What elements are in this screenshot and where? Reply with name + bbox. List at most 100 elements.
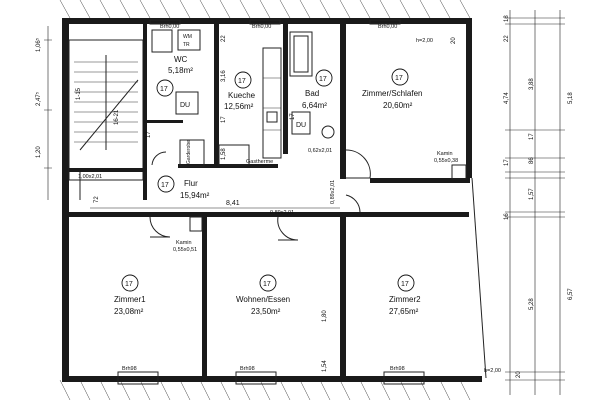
room-kueche-area: 12,56m² (224, 102, 254, 111)
zimmer-154-dim: 1,54 (322, 360, 328, 372)
room-wc-name: WC (174, 55, 188, 64)
du-wc-label: DU (180, 102, 190, 109)
h-bot-label: h=2,00 (484, 368, 501, 374)
right-86-dim: 86 (529, 157, 535, 164)
right-17a-dim: 17 (529, 133, 535, 140)
room-zimmer1-name: Zimmer1 (114, 295, 146, 304)
right-17b-dim: 17 (504, 159, 510, 166)
right-16-dim: 16 (504, 213, 510, 220)
windows-top (149, 19, 401, 25)
door-flur-label: 1,00x2,01 (78, 174, 102, 180)
du-bad-label: DU (296, 122, 306, 129)
stair-core: 1-15 16-21 (68, 39, 144, 181)
room-flur-number: 17 (161, 182, 169, 189)
right-474-dim: 4,74 (504, 92, 510, 104)
right-top-22-dim: 22 (504, 35, 510, 42)
kueche-fixtures: Gastherme (218, 47, 282, 166)
kamin-top-size: 0,55x0,38 (434, 158, 458, 164)
room-bad: 17 Bad 6,64m² (302, 69, 333, 110)
room-zimmer1-area: 23,08m² (114, 307, 144, 316)
stair-range-label-2: 16-21 (114, 109, 120, 125)
flur-72-dim: 72 (94, 196, 100, 203)
room-zimmer2-number: 17 (401, 281, 409, 288)
room-wc: 17 WC 5,18m² (156, 55, 193, 97)
room-kueche: 17 Kueche 12,56m² (224, 71, 256, 111)
room-flur-area: 15,94m² (180, 191, 210, 200)
room-schlafen-area: 20,60m² (383, 101, 413, 110)
bad-fixtures: DU (289, 31, 335, 139)
room-bad-number: 17 (319, 76, 327, 83)
right-518-dim: 5,18 (568, 92, 574, 104)
corridor-dimension: 8,41 (90, 200, 340, 209)
door-schlafen-label: 0,89x2,01 (330, 180, 336, 204)
room-flur-name: Flur (184, 179, 198, 188)
outer-walls (62, 18, 487, 382)
kamin-low-size: 0,55x0,51 (173, 247, 197, 253)
brh-top-3: Brh0,00 (378, 24, 397, 30)
garderobe-label: Garderobe (186, 140, 192, 164)
brh-top-1: Brh0,00 (160, 24, 179, 30)
room-wohnen-area: 23,50m² (251, 307, 281, 316)
kamin-low-label: Kamin (176, 240, 192, 246)
kueche-17-dim: 17 (221, 116, 227, 123)
brh-top-2: Brh0,00 (252, 24, 271, 30)
room-kueche-number: 17 (238, 78, 246, 85)
flur-17-dim: 17 (146, 131, 152, 138)
gastherme-label: Gastherme (246, 159, 273, 165)
room-wohnen-number: 17 (263, 281, 271, 288)
kamin-top-label: Kamin (437, 151, 453, 157)
interior-walls (69, 24, 470, 377)
right-20-dim: 20 (516, 371, 522, 378)
kueche-v1-dim: 3,16 (221, 70, 227, 82)
left-dimension-chain: 1,06⁵ 2,47⁵ 1,20 (35, 26, 52, 200)
room-zimmer2-area: 27,65m² (389, 307, 419, 316)
kueche-22-dim: 22 (221, 35, 227, 42)
wc-fixtures: WM TR DU Garderobe (151, 29, 205, 167)
wm-tr-label: WM (183, 34, 192, 40)
room-wohnen-name: Wohnen/Essen (236, 295, 290, 304)
room-wohnen: 17 Wohnen/Essen 23,50m² (236, 274, 290, 316)
brh-bot-2: Brh98 (240, 366, 255, 372)
zimmer-180-dim: 1,80 (322, 310, 328, 322)
room-schlafen-name: Zimmer/Schlafen (362, 89, 422, 98)
brh-bot-1: Brh98 (122, 366, 137, 372)
room-bad-area: 6,64m² (302, 101, 327, 110)
room-schlafen-number: 17 (395, 75, 403, 82)
brh-bot-3: Brh98 (390, 366, 405, 372)
right-top-18-dim: 18 (504, 15, 510, 22)
bad-20-dim: 20 (451, 37, 457, 44)
h-top-label: h=2,00 (416, 38, 433, 44)
door-zimmer-label: 0,89x2,01 (270, 210, 294, 216)
roof-hatching-top (59, 0, 471, 19)
room-zimmer2: 17 Zimmer2 27,65m² (389, 274, 421, 316)
right-388-dim: 3,88 (529, 78, 535, 90)
left-top-dim: 1,06⁵ (35, 37, 42, 52)
corridor-length-label: 8,41 (226, 200, 240, 207)
room-zimmer1-number: 17 (125, 281, 133, 288)
bad-17-dim: 17 (290, 113, 296, 120)
room-zimmer2-name: Zimmer2 (389, 295, 421, 304)
right-657-dim: 6,57 (568, 288, 574, 300)
right-157-dim: 1,57 (529, 188, 535, 200)
right-dimension-chain: 18 22 4,74 3,88 5,18 17 17 86 1,57 16 5,… (504, 10, 574, 395)
room-kueche-name: Kueche (228, 91, 256, 100)
wm-tr-label-2: TR (183, 42, 190, 48)
room-schlafen: 17 Zimmer/Schlafen 20,60m² (362, 68, 422, 110)
kueche-v2-dim: 1,58 (221, 148, 227, 160)
right-528-dim: 5,28 (529, 298, 535, 310)
kamin-top: Kamin 0,55x0,38 (434, 151, 467, 180)
door-bad-label: 0,62x2,01 (308, 148, 332, 154)
room-wc-number: 17 (160, 86, 168, 93)
windows-bottom (117, 371, 425, 385)
room-bad-name: Bad (305, 89, 319, 98)
room-wc-area: 5,18m² (168, 66, 193, 75)
doors (79, 149, 371, 241)
left-low-dim: 1,20 (36, 146, 42, 158)
left-mid-dim: 2,47⁵ (35, 91, 42, 106)
kamin-low: Kamin 0,55x0,51 (173, 216, 203, 253)
room-zimmer1: 17 Zimmer1 23,08m² (114, 274, 146, 316)
room-flur: 17 Flur 15,94m² (157, 175, 210, 200)
stair-range-label: 1-15 (76, 87, 82, 100)
roof-hatching-bottom (59, 379, 471, 400)
